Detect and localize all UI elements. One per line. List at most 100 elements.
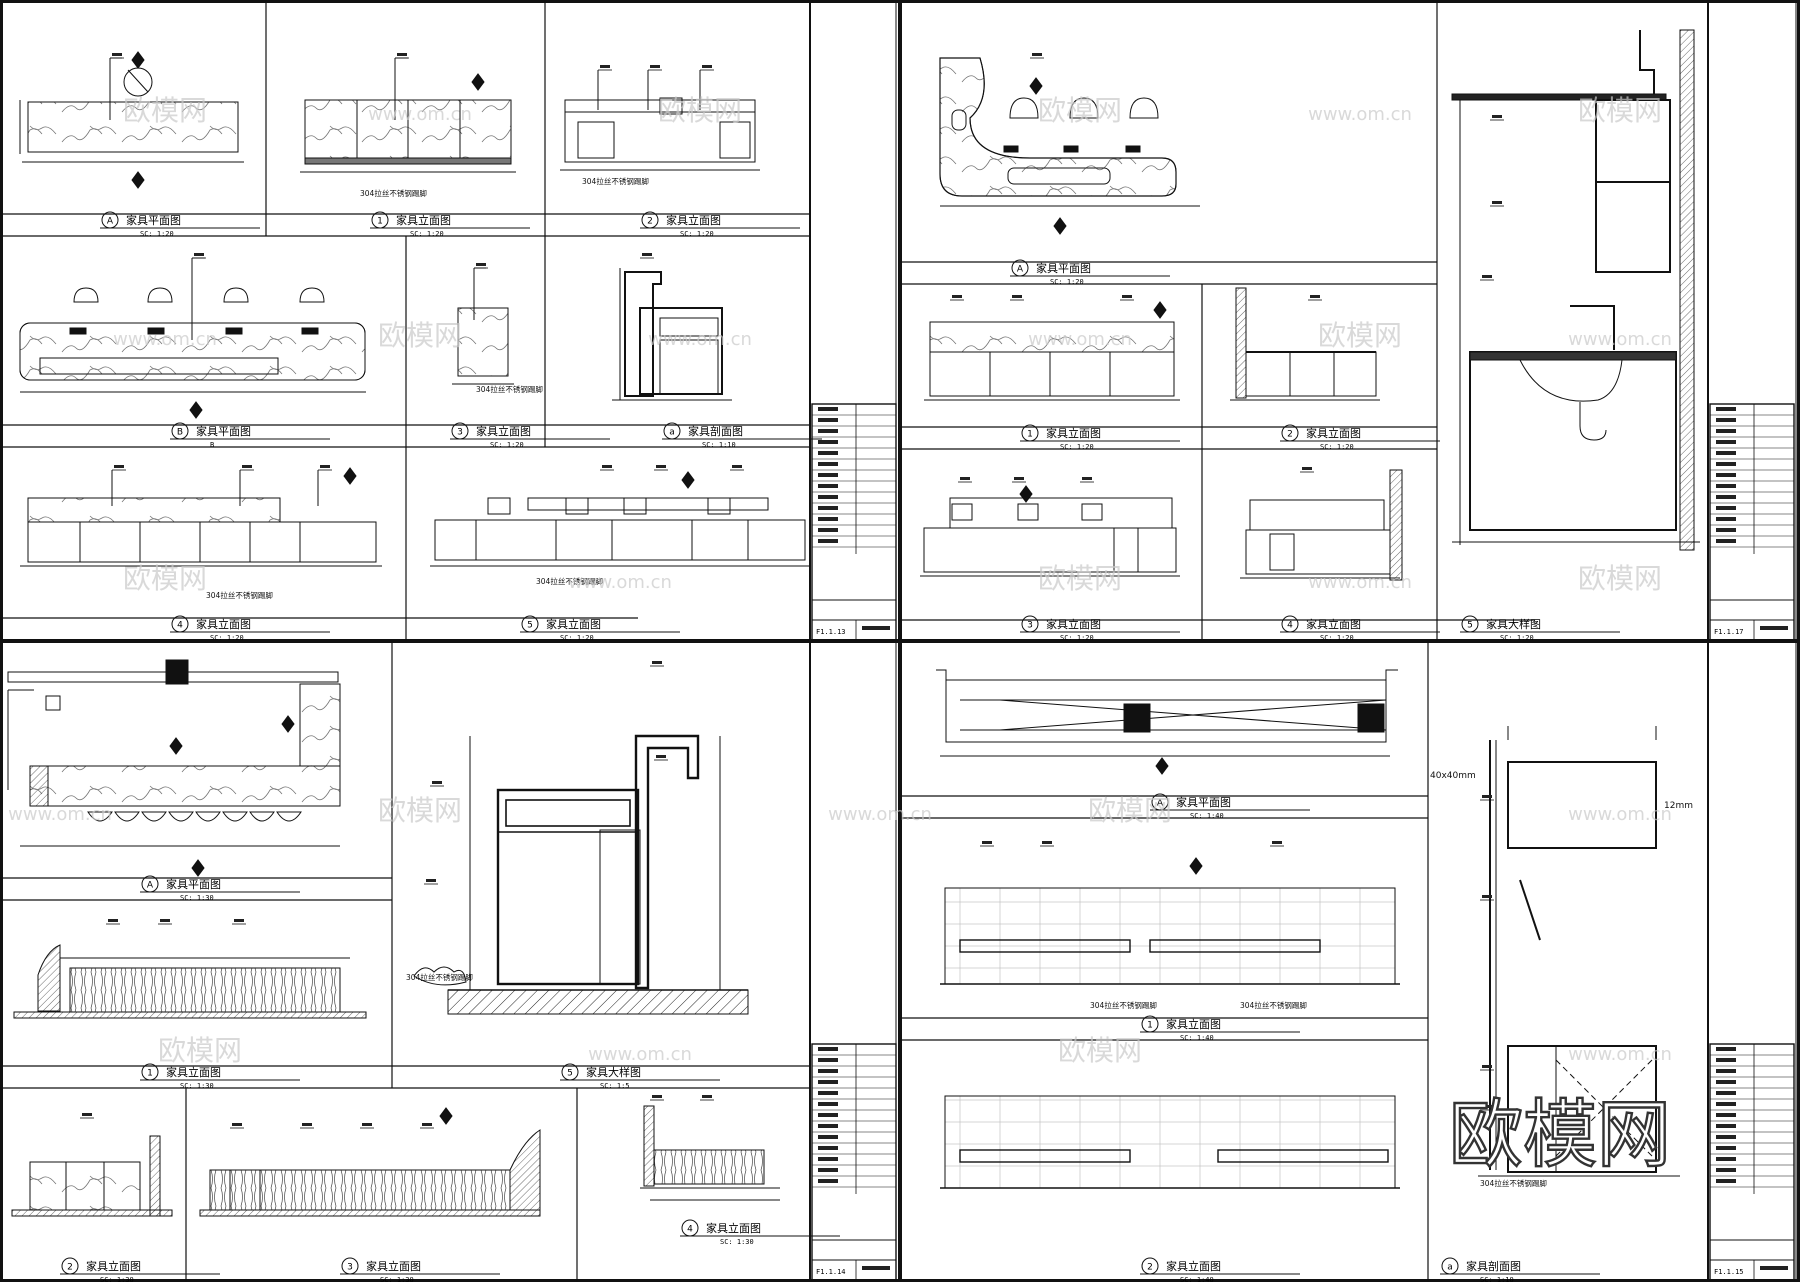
caption-title: 家具立面图	[1166, 1017, 1221, 1031]
caption-mark: 5	[567, 1069, 573, 1079]
caption-scale: SC: 1:20	[410, 230, 444, 238]
watermark-url: www.om.cn	[1028, 329, 1132, 350]
watermark-url: www.om.cn	[1308, 104, 1412, 125]
caption-title: 家具立面图	[666, 213, 721, 227]
panel-caption: 2 家具立面图 SC: 1:20	[1280, 424, 1440, 451]
watermark-url: www.om.cn	[1568, 329, 1672, 350]
caption-mark: A	[147, 881, 154, 891]
watermark-brand: 欧模网	[658, 94, 742, 127]
caption-scale: SC: 1:30	[100, 1276, 134, 1282]
watermark-brand: 欧模网	[378, 794, 462, 827]
caption-scale: SC: 1:10	[1480, 1276, 1514, 1282]
caption-mark: a	[1447, 1263, 1453, 1273]
title-block: F1.1.13	[811, 403, 897, 641]
watermark-brand: 欧模网	[158, 1034, 242, 1067]
title-block: F1.1.14	[811, 1043, 897, 1281]
caption-mark: 2	[1287, 430, 1293, 440]
title-block: F1.1.17	[1709, 403, 1795, 641]
watermark-url: www.om.cn	[368, 104, 472, 125]
watermark-brand: 欧模网	[378, 319, 462, 352]
caption-title: 家具平面图	[196, 424, 251, 438]
caption-mark: 3	[347, 1263, 353, 1273]
watermark-url: www.om.cn	[1308, 572, 1412, 593]
caption-scale: SC: 1:40	[1180, 1034, 1214, 1042]
caption-scale: SC: 1:20	[1500, 634, 1534, 642]
caption-title: 家具立面图	[706, 1221, 761, 1235]
note-material: 304拉丝不锈钢踢脚	[360, 188, 427, 198]
caption-scale: SC: 1:20	[210, 634, 244, 642]
note-material: 304拉丝不锈钢踢脚	[206, 590, 273, 600]
caption-mark: 2	[67, 1263, 73, 1273]
caption-title: 家具大样图	[1486, 617, 1541, 631]
caption-scale: SC: 1:20	[490, 441, 524, 449]
caption-title: 家具立面图	[396, 213, 451, 227]
caption-scale: SC: 1:20	[1050, 278, 1084, 286]
panel-caption: 1 家具立面图 SC: 1:40	[1140, 1015, 1300, 1042]
caption-scale: SC: 1:5	[600, 1082, 630, 1090]
watermark-url: www.om.cn	[648, 329, 752, 350]
note-material: 304拉丝不锈钢踢脚	[406, 972, 473, 982]
panel-caption: 3 家具立面图 SC: 1:20	[450, 422, 610, 449]
sheet-number: F1.1.17	[1714, 628, 1744, 636]
note-material: 304拉丝不锈钢踢脚	[1090, 1000, 1157, 1010]
watermark-url: www.om.cn	[568, 572, 672, 593]
panel-caption: 5 家具大样图 SC: 1:20	[1460, 615, 1620, 642]
note-material: 304拉丝不锈钢踢脚	[1480, 1178, 1547, 1188]
watermark-url: www.om.cn	[1568, 804, 1672, 825]
caption-mark: 5	[1467, 621, 1473, 631]
watermark-brand: 欧模网	[1038, 562, 1122, 595]
caption-mark: A	[1157, 799, 1164, 809]
caption-scale: SC: 1:20	[1320, 634, 1354, 642]
caption-scale: SC: 1:20	[560, 634, 594, 642]
caption-title: 家具立面图	[1166, 1259, 1221, 1273]
caption-mark: 5	[527, 621, 533, 631]
caption-mark: a	[669, 428, 675, 438]
watermark-brand: 欧模网	[1578, 94, 1662, 127]
caption-mark: B	[177, 428, 183, 438]
caption-scale: SC: 1:20	[1060, 443, 1094, 451]
caption-title: 家具立面图	[196, 617, 251, 631]
caption-title: 家具平面图	[166, 877, 221, 891]
watermark-brand: 欧模网	[1088, 794, 1172, 827]
caption-title: 家具立面图	[546, 617, 601, 631]
watermark-brand: 欧模网	[123, 94, 207, 127]
caption-title: 家具平面图	[1036, 261, 1091, 275]
panel-caption: 2 家具立面图 SC: 1:30	[60, 1257, 220, 1282]
caption-mark: 1	[1147, 1021, 1153, 1031]
watermark-url: www.om.cn	[828, 804, 932, 825]
note-material: 304拉丝不锈钢踢脚	[476, 384, 543, 394]
caption-title: 家具立面图	[86, 1259, 141, 1273]
note-material: 304拉丝不锈钢踢脚	[1240, 1000, 1307, 1010]
caption-title: 家具剖面图	[1466, 1259, 1521, 1273]
sheet-number: F1.1.13	[816, 628, 846, 636]
panel-captions: A 家具平面图 SC: 1:20 1 家具立面图 SC: 1:20 2 家具立面图 SC: 1:…	[60, 211, 1620, 1282]
caption-title: 家具立面图	[1046, 617, 1101, 631]
material-notes: 304拉丝不锈钢踢脚 304拉丝不锈钢踢脚 304拉丝不锈钢踢脚 304拉丝不锈…	[206, 176, 1693, 1188]
watermark-url: www.om.cn	[8, 804, 112, 825]
caption-scale: SC: 1:20	[680, 230, 714, 238]
caption-scale: SC: 1:40	[1180, 1276, 1214, 1282]
watermark-brand: 欧模网	[1318, 319, 1402, 352]
note-material: 304拉丝不锈钢踢脚	[536, 576, 603, 586]
watermark-brand: 欧模网	[123, 562, 207, 595]
note-dimension: 40x40mm	[1430, 771, 1476, 781]
caption-scale: SC: 1:20	[1320, 443, 1354, 451]
drawings	[7, 29, 1700, 1217]
caption-title: 家具立面图	[476, 424, 531, 438]
caption-title: 家具立面图	[1306, 426, 1361, 440]
watermark-brand: 欧模网	[1058, 1034, 1142, 1067]
caption-mark: 3	[457, 428, 463, 438]
caption-mark: 3	[1027, 621, 1033, 631]
